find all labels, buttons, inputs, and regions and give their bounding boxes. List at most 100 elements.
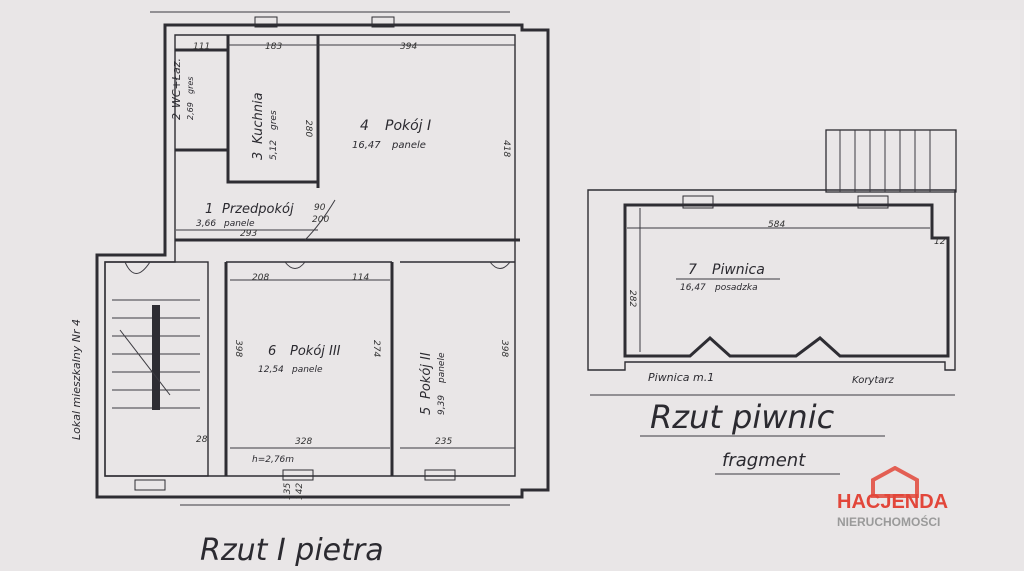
first-floor-title: Rzut I pietra <box>200 533 384 568</box>
door-pokoj3 <box>284 261 306 269</box>
basement-window-right <box>857 195 889 209</box>
svg-text:Lokal mieszkalny Nr 4: Lokal mieszkalny Nr 4 <box>70 319 83 440</box>
outer-wall <box>95 23 550 499</box>
svg-text:16,47: 16,47 <box>352 140 381 151</box>
dim-235: 235 <box>435 437 452 447</box>
dim-208: 208 <box>252 273 269 283</box>
dim-293: 293 <box>240 229 257 239</box>
dim-398b: 398 <box>499 340 509 357</box>
svg-text:6: 6 <box>268 344 276 359</box>
svg-text:panele: panele <box>391 140 426 151</box>
dim-114: 114 <box>352 273 369 283</box>
door-pokoj1 <box>304 199 336 241</box>
dim-183: 183 <box>265 42 282 52</box>
wall-kitchen <box>226 35 318 184</box>
svg-text:16,47: 16,47 <box>680 283 706 293</box>
svg-text:gres: gres <box>186 77 195 94</box>
stairs <box>112 299 200 410</box>
basement-label-right: Korytarz <box>852 375 895 386</box>
staircase-label: Lokal mieszkalny Nr 4 <box>70 319 83 440</box>
dim-135: 135 <box>283 483 293 500</box>
dim-280: 280 <box>303 120 313 137</box>
logo-line1: HACJENDA <box>837 491 948 513</box>
dim-398a: 398 <box>233 340 243 357</box>
dim-274: 274 <box>371 340 381 357</box>
dim-328: 328 <box>295 437 312 447</box>
door-pokoj2 <box>489 261 511 269</box>
basement-label-left: Piwnica m.1 <box>648 371 714 384</box>
room-7-label: 7 Piwnica 16,47 posadzka <box>680 262 765 293</box>
svg-text:4: 4 <box>360 118 369 134</box>
svg-text:Pokój II: Pokój II <box>419 352 434 399</box>
basement-outer <box>587 189 956 371</box>
dim-111: 111 <box>193 42 210 52</box>
svg-text:2,69: 2,69 <box>186 102 195 120</box>
svg-text:398: 398 <box>233 340 243 357</box>
room-4-label: 4 Pokój I 16,47 panele <box>352 118 431 151</box>
window-pokoj2 <box>424 469 456 481</box>
house-roof-icon <box>871 465 919 498</box>
svg-text:2: 2 <box>170 113 183 120</box>
svg-text:WC+Łaz.: WC+Łaz. <box>170 58 183 108</box>
staircase-block <box>104 261 209 477</box>
basement-window-left <box>682 195 714 209</box>
svg-text:5: 5 <box>419 407 434 415</box>
svg-text:7: 7 <box>688 262 697 278</box>
basement-subtitle: fragment <box>722 450 806 471</box>
basement-stair-steps <box>839 130 931 192</box>
svg-text:9,39: 9,39 <box>437 395 447 415</box>
basement-title: Rzut piwnic <box>650 398 835 436</box>
window-kitchen <box>254 16 278 28</box>
svg-text:12,54: 12,54 <box>258 365 284 375</box>
dim-142: 142 <box>295 483 305 500</box>
room-2-label: 2 WC+Łaz. 2,69 gres <box>170 58 195 120</box>
svg-text:3,66: 3,66 <box>196 219 216 229</box>
dim-282: 282 <box>627 290 637 307</box>
dim-418: 418 <box>501 140 511 157</box>
svg-text:418: 418 <box>501 140 511 157</box>
svg-text:3: 3 <box>251 152 266 160</box>
room-5-label: 5 Pokój II 9,39 panele <box>419 352 447 415</box>
window-stair <box>134 479 166 491</box>
svg-text:1: 1 <box>205 202 213 217</box>
paper-shade <box>700 20 1020 140</box>
door-entry <box>124 261 151 274</box>
height-note: h=2,76m <box>252 455 294 465</box>
window-pokoj3 <box>282 469 314 481</box>
svg-text:Piwnica: Piwnica <box>712 262 765 278</box>
basement-plan <box>587 129 957 396</box>
svg-text:5,12: 5,12 <box>269 140 279 160</box>
hacjenda-logo: HACJENDA NIERUCHOMOŚCI <box>833 465 993 536</box>
svg-text:280: 280 <box>303 120 313 137</box>
logo-line2: NIERUCHOMOŚCI <box>837 514 940 529</box>
svg-text:274: 274 <box>371 340 381 357</box>
dim-584: 584 <box>768 220 785 230</box>
svg-text:Pokój III: Pokój III <box>290 344 341 359</box>
dim-200: 200 <box>312 215 329 225</box>
dim-90: 90 <box>314 203 326 213</box>
basement-room <box>623 203 950 358</box>
dim-28: 28 <box>196 435 208 445</box>
svg-text:panele: panele <box>223 219 255 229</box>
svg-text:142: 142 <box>295 483 305 500</box>
dim-394: 394 <box>400 42 417 52</box>
svg-text:gres: gres <box>269 110 279 130</box>
wall-bath <box>175 48 228 152</box>
room-3-label: 3 Kuchnia 5,12 gres <box>251 92 279 160</box>
room-6-label: 6 Pokój III 12,54 panele <box>258 344 341 375</box>
svg-text:282: 282 <box>627 290 637 307</box>
basement-stairs <box>825 129 957 193</box>
svg-text:398: 398 <box>499 340 509 357</box>
svg-text:panele: panele <box>437 352 447 384</box>
dim-12: 12 <box>934 237 946 247</box>
svg-text:posadzka: posadzka <box>714 283 758 293</box>
logo-mark: HACJENDA NIERUCHOMOŚCI <box>837 465 948 529</box>
room-1-label: 1 Przedpokój 3,66 panele <box>196 202 294 229</box>
window-pokoj1 <box>371 16 395 28</box>
svg-text:Przedpokój: Przedpokój <box>222 202 294 217</box>
svg-text:panele: panele <box>291 365 323 375</box>
svg-text:Kuchnia: Kuchnia <box>251 92 266 144</box>
svg-text:135: 135 <box>283 483 293 500</box>
